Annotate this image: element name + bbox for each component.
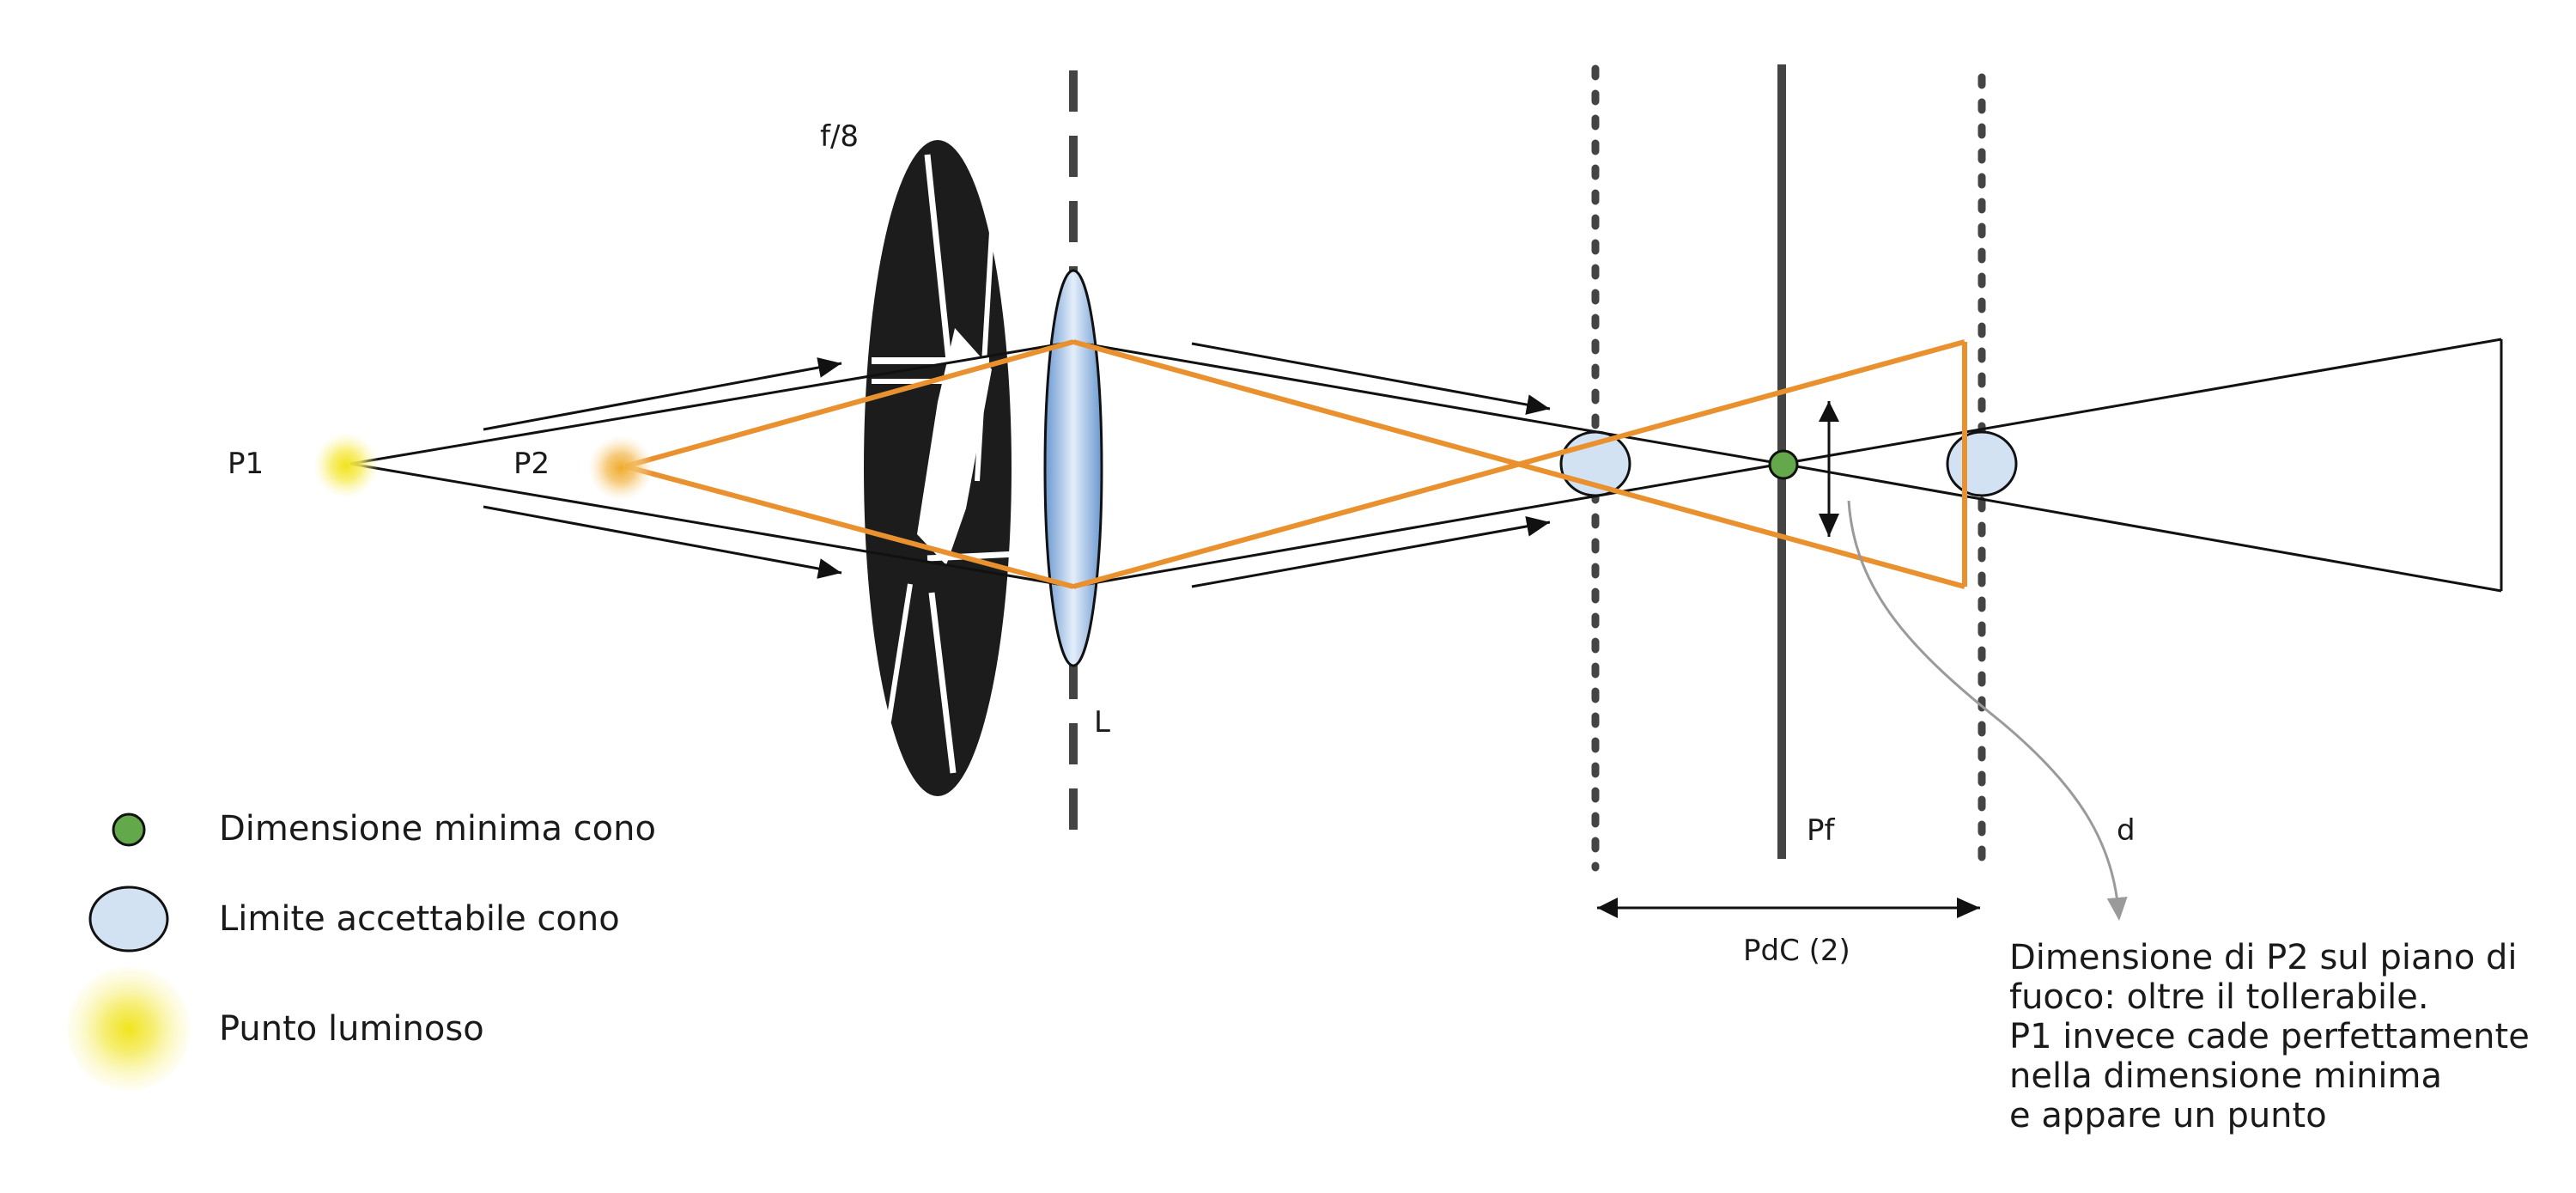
depth-of-field-label: PdC (2) [1743, 934, 1850, 968]
p2-label: P2 [513, 447, 550, 481]
green-dot-icon [112, 813, 146, 847]
p1-label: P1 [228, 447, 264, 481]
note-line: Dimensione di P2 sul piano di [2009, 938, 2518, 977]
blue-ellipse-icon [88, 886, 169, 953]
p1-ray-cone [349, 338, 2503, 593]
note-line: nella dimensione minima [2009, 1056, 2442, 1096]
limit-ellipse-far [1946, 430, 2018, 497]
d-pointer-curve [1847, 500, 2128, 921]
legend-label: Punto luminoso [219, 1009, 484, 1049]
d-label: d [2117, 813, 2136, 848]
aperture-label: f/8 [820, 119, 859, 154]
lens-label: L [1094, 705, 1110, 740]
legend: Dimensione minima cono Limite accettabil… [67, 809, 656, 1091]
light-point-icon [67, 967, 191, 1091]
aperture-diaphragm [864, 140, 1018, 796]
p2-light-point [588, 435, 653, 501]
explanatory-note: Dimensione di P2 sul piano di fuoco: olt… [2009, 938, 2530, 1135]
minimum-cone-dot [1768, 449, 1799, 480]
p2-ray-cone [624, 339, 1967, 589]
note-line: e appare un punto [2009, 1096, 2327, 1135]
legend-label: Dimensione minima cono [219, 809, 656, 849]
direction-arrows [483, 342, 1980, 918]
note-line: P1 invece cade perfettamente [2009, 1017, 2530, 1056]
focal-plane-label: Pf [1807, 813, 1836, 848]
legend-label: Limite accettabile cono [219, 899, 620, 939]
note-line: fuoco: oltre il tollerabile. [2009, 977, 2429, 1017]
p1-light-point [313, 433, 379, 498]
lens [1043, 269, 1103, 667]
